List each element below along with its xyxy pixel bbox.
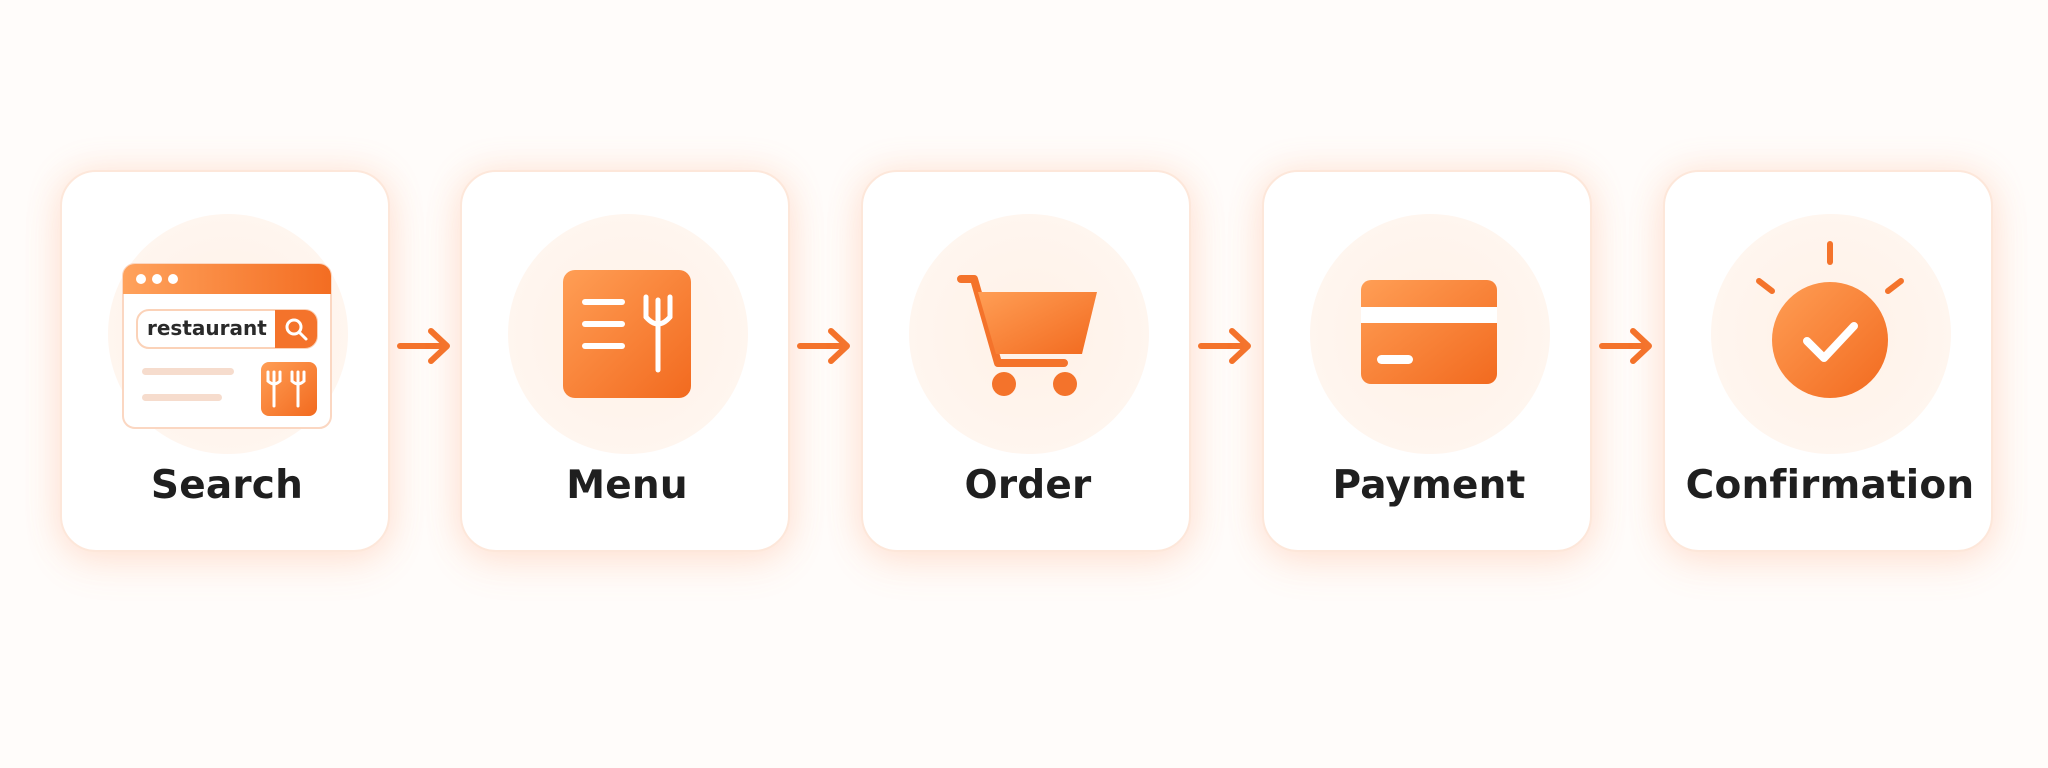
arrow-right-icon bbox=[397, 328, 450, 364]
step-card-confirmation: Confirmation bbox=[1663, 170, 1993, 552]
step-label: Payment bbox=[1332, 463, 1526, 508]
arrow-right-icon bbox=[1198, 328, 1251, 364]
checkmark-circle-icon bbox=[1756, 241, 1904, 398]
shopping-cart-icon bbox=[957, 275, 1097, 396]
browser-search-icon bbox=[122, 263, 332, 429]
search-input-text: restaurant bbox=[147, 316, 267, 340]
step-card-menu: Menu bbox=[460, 170, 790, 552]
step-card-order: Order bbox=[861, 170, 1191, 552]
step-label: Order bbox=[964, 463, 1092, 508]
step-card-search: restaurant Search bbox=[60, 170, 390, 552]
arrow-right-icon bbox=[1599, 328, 1652, 364]
step-card-payment: Payment bbox=[1262, 170, 1592, 552]
step-label: Confirmation bbox=[1685, 463, 1975, 508]
step-label: Menu bbox=[566, 463, 688, 508]
arrow-right-icon bbox=[797, 328, 850, 364]
menu-fork-icon bbox=[563, 270, 691, 398]
credit-card-icon bbox=[1361, 280, 1497, 384]
step-label: Search bbox=[150, 463, 304, 508]
